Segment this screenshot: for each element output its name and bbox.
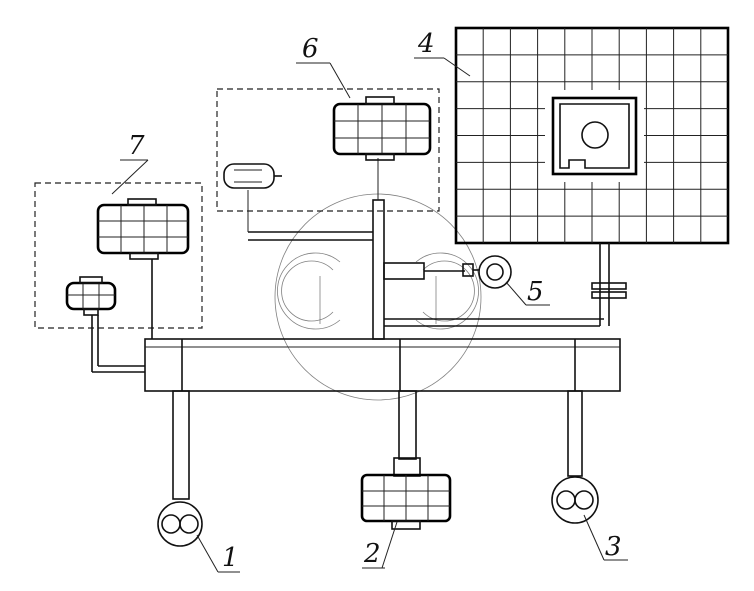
label-2: 2 <box>363 539 381 569</box>
label-3: 3 <box>605 532 622 562</box>
label-7: 7 <box>128 131 145 161</box>
label-1: 1 <box>222 543 239 573</box>
label-6: 6 <box>302 34 319 64</box>
main-beam <box>144 338 621 392</box>
label-4: 4 <box>417 29 435 59</box>
component-1 <box>157 390 203 547</box>
component-2 <box>360 390 452 530</box>
label-5: 5 <box>527 277 544 307</box>
group-6 <box>216 88 440 212</box>
watermark-logo <box>274 193 482 401</box>
central-mast <box>247 158 604 340</box>
component-3 <box>551 390 599 524</box>
leader-lines <box>111 57 628 573</box>
component-5 <box>473 255 512 289</box>
component-4 <box>454 26 730 326</box>
group-7 <box>34 182 203 373</box>
